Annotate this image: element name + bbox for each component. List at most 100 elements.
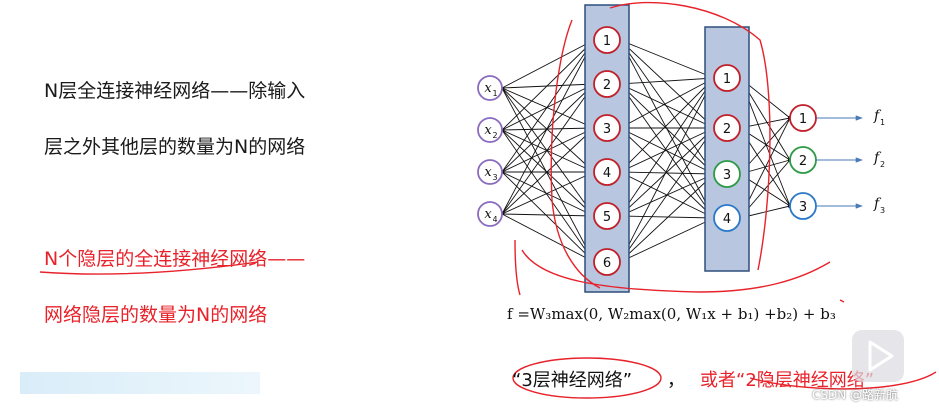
annotation-tick (514, 239, 521, 296)
output-label-1: 1 (799, 112, 807, 127)
input-label-x4: x (484, 207, 492, 222)
edge-h16-h22 (619, 126, 716, 263)
hidden2-label-1: 1 (723, 72, 731, 87)
quote-separator: ， (667, 370, 685, 391)
output-f-2: f (873, 150, 882, 166)
definition-line-4: 网络隐层的数量为N的网络 (44, 304, 268, 326)
output-f-3: f (873, 196, 882, 212)
edge-h12-h22 (619, 83, 716, 130)
hidden2-node-2 (713, 114, 741, 142)
hidden1-label-4: 4 (603, 166, 611, 181)
hidden-layer-2-box (704, 26, 750, 272)
edge-in1-h13 (501, 87, 596, 130)
output-f-sub-3: 3 (880, 206, 885, 215)
highlight-swipe (20, 372, 260, 394)
play-icon (868, 340, 894, 372)
input-label-x2: x (484, 123, 492, 138)
edge-in2-h12 (501, 82, 596, 131)
edge-in2-h11 (501, 38, 596, 131)
edge-h15-h22 (619, 126, 716, 217)
edge-in4-h13 (501, 126, 596, 215)
annotation-curve-right (609, 1, 771, 271)
edge-h14-h21 (619, 76, 716, 173)
input-node-1 (477, 75, 503, 101)
edge-in2-h13 (501, 126, 596, 131)
edge-h13-h23 (619, 127, 716, 176)
output-label-3: 3 (799, 200, 807, 215)
annotation-underline-net (521, 249, 831, 293)
edge-in1-h12 (501, 82, 596, 89)
edge-h14-h22 (619, 126, 716, 173)
output-f-sub-2: 2 (880, 160, 885, 169)
edge-in4-h15 (501, 213, 596, 218)
output-f-sub-1: 1 (880, 118, 885, 127)
annotation-underline-text (39, 261, 259, 275)
hidden1-node-5 (593, 202, 621, 230)
annotation-underline-2-hidden (749, 371, 937, 390)
definition-line-1: N层全连接神经网络——除输入 (44, 80, 306, 102)
edge-h16-h21 (619, 76, 716, 263)
input-sub-1: 1 (492, 89, 497, 98)
edge-in4-h14 (501, 170, 596, 215)
hidden2-node-3 (713, 160, 741, 188)
annotation-circle-3-layer (512, 357, 662, 399)
hidden1-label-3: 3 (603, 122, 611, 137)
hidden1-node-1 (593, 26, 621, 54)
input-node-2 (477, 117, 503, 143)
hidden1-node-2 (593, 70, 621, 98)
edge-in2-h15 (501, 129, 596, 218)
edge-in2-h16 (501, 129, 596, 264)
annotation-dash (839, 299, 845, 303)
edge-h16-h23 (619, 172, 716, 263)
hidden1-node-6 (593, 248, 621, 276)
output-f-1: f (873, 108, 882, 124)
hidden2-label-2: 2 (723, 122, 731, 137)
hidden1-label-2: 2 (603, 78, 611, 93)
watermark: CSDN @路新航 (812, 388, 899, 402)
edge-h15-h21 (619, 76, 716, 217)
quote-2-hidden: 或者“2隐层神经网络” (700, 370, 875, 391)
hidden1-node-4 (593, 158, 621, 186)
edge-h14-h23 (619, 171, 716, 176)
output-node-3 (789, 192, 817, 220)
edge-in2-h14 (501, 129, 596, 174)
hidden2-label-4: 4 (723, 212, 731, 227)
edge-h11-h22 (619, 39, 716, 130)
edge-in1-h15 (501, 87, 596, 218)
output-node-1 (789, 104, 817, 132)
hidden2-node-4 (713, 204, 741, 232)
output-label-2: 2 (799, 154, 807, 169)
edge-in3-h16 (501, 171, 596, 264)
hidden1-label-5: 5 (603, 210, 611, 225)
quote-3-layer: “3层神经网络” (512, 370, 633, 391)
play-button[interactable] (852, 330, 904, 382)
input-node-4 (477, 201, 503, 227)
hidden2-node-1 (713, 64, 741, 92)
edge-h12-h23 (619, 83, 716, 176)
edge-h11-h21 (619, 39, 716, 80)
hidden1-node-3 (593, 114, 621, 142)
input-label-x1: x (484, 81, 492, 96)
edge-in3-h13 (501, 126, 596, 173)
annotation-curve-left (550, 19, 601, 289)
edge-in1-h14 (501, 87, 596, 174)
edge-in4-h11 (501, 38, 596, 215)
edge-in3-h15 (501, 171, 596, 218)
edge-in1-h11 (501, 38, 596, 89)
input-label-x3: x (484, 165, 492, 180)
edge-h16-h24 (619, 216, 716, 263)
input-sub-2: 2 (492, 131, 497, 140)
definition-line-2: 层之外其他层的数量为N的网络 (44, 136, 306, 158)
edge-h13-h21 (619, 76, 716, 129)
edge-in1-h16 (501, 87, 596, 264)
edge-in3-h11 (501, 38, 596, 173)
input-sub-4: 4 (492, 215, 497, 224)
edge-h11-h23 (619, 39, 716, 176)
hidden1-label-1: 1 (603, 34, 611, 49)
edge-h12-h21 (619, 76, 716, 85)
edge-in3-h12 (501, 82, 596, 173)
hidden1-label-6: 6 (603, 256, 611, 271)
hidden2-label-3: 3 (723, 168, 731, 183)
input-sub-3: 3 (492, 173, 497, 182)
